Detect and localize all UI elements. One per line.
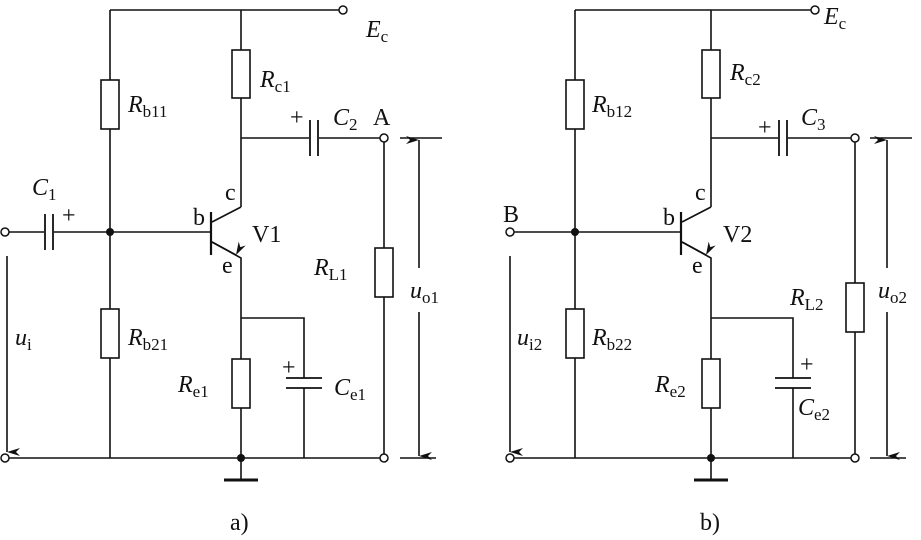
resistor-rb22: [565, 308, 585, 359]
junction-dot: [707, 454, 715, 462]
plus-c3: +: [758, 115, 772, 141]
label-rc1: Rc1: [259, 67, 291, 96]
junction-dot: [237, 454, 245, 462]
terminal-input: [0, 227, 10, 237]
resistor-rb11: [100, 79, 120, 130]
terminal-output: [850, 133, 860, 143]
circuit-a: Ec Rb11 Rc1 + C2 A C1 + c b e V1 RL1 uo1…: [0, 5, 442, 536]
plus-ce2: +: [800, 352, 814, 378]
label-ec: Ec: [365, 17, 389, 46]
terminal-input-ground: [0, 453, 10, 463]
terminal-input-ground: [505, 453, 515, 463]
resistor-rc2: [701, 49, 721, 99]
label-v2: V2: [723, 222, 752, 248]
label-ce1: Ce1: [334, 375, 366, 404]
capacitor-c2: [309, 120, 319, 156]
label-c3: C3: [801, 105, 826, 134]
label-ui2: ui2: [517, 325, 542, 354]
label-v1: V1: [252, 222, 281, 248]
label-c1: C1: [32, 175, 57, 204]
label-c2: C2: [333, 105, 358, 134]
pin-c: c: [695, 180, 706, 206]
label-ce2: Ce2: [798, 395, 830, 424]
resistor-rl2: [845, 282, 865, 333]
resistor-rc1: [231, 49, 251, 99]
label-ui: ui: [15, 325, 32, 354]
label-uo1: uo1: [410, 278, 439, 307]
label-rb12: Rb12: [591, 92, 632, 121]
terminal-a: [379, 133, 389, 143]
label-node-a: A: [373, 105, 391, 131]
terminal-ec: [810, 5, 820, 15]
capacitor-ce1: [286, 377, 322, 389]
terminal-output-ground: [379, 453, 389, 463]
junction-dot: [571, 228, 579, 236]
label-rc2: Rc2: [729, 60, 761, 89]
resistor-rb21: [100, 308, 120, 359]
capacitor-ce2: [775, 377, 811, 389]
resistor-rb12: [565, 79, 585, 130]
caption-a: a): [230, 510, 249, 536]
emitter-arrow-icon: [681, 241, 716, 256]
terminal-ec: [338, 5, 348, 15]
label-re2: Re2: [654, 372, 686, 401]
circuit-b: Ec Rb12 Rc2 + C3 B c b e V2 RL2 uo2 ui2 …: [503, 4, 912, 536]
pin-c: c: [225, 180, 236, 206]
plus-ce1: +: [282, 355, 296, 381]
label-rb21: Rb21: [127, 325, 168, 354]
label-ec: Ec: [823, 4, 847, 33]
label-re1: Re1: [177, 372, 209, 401]
junction-dot: [106, 228, 114, 236]
label-rb22: Rb22: [591, 325, 632, 354]
label-rl1: RL1: [313, 255, 348, 284]
pin-b: b: [193, 205, 205, 231]
plus-c2: +: [290, 105, 304, 131]
label-uo2: uo2: [878, 278, 907, 307]
plus-c1: +: [62, 203, 76, 229]
terminal-output-ground: [850, 453, 860, 463]
capacitor-c3: [778, 120, 788, 156]
caption-b: b): [700, 510, 720, 536]
label-rl2: RL2: [789, 285, 824, 314]
label-rb11: Rb11: [127, 92, 168, 121]
capacitor-c1: [44, 214, 54, 250]
resistor-rl1: [374, 247, 394, 298]
pin-e: e: [222, 253, 233, 279]
emitter-arrow-icon: [211, 241, 246, 256]
wires-a: [5, 9, 385, 480]
terminal-b: [505, 227, 515, 237]
label-node-b: B: [503, 202, 519, 228]
pin-e: e: [692, 253, 703, 279]
resistor-re1: [231, 358, 251, 409]
resistor-re2: [701, 358, 721, 409]
pin-b: b: [663, 205, 675, 231]
